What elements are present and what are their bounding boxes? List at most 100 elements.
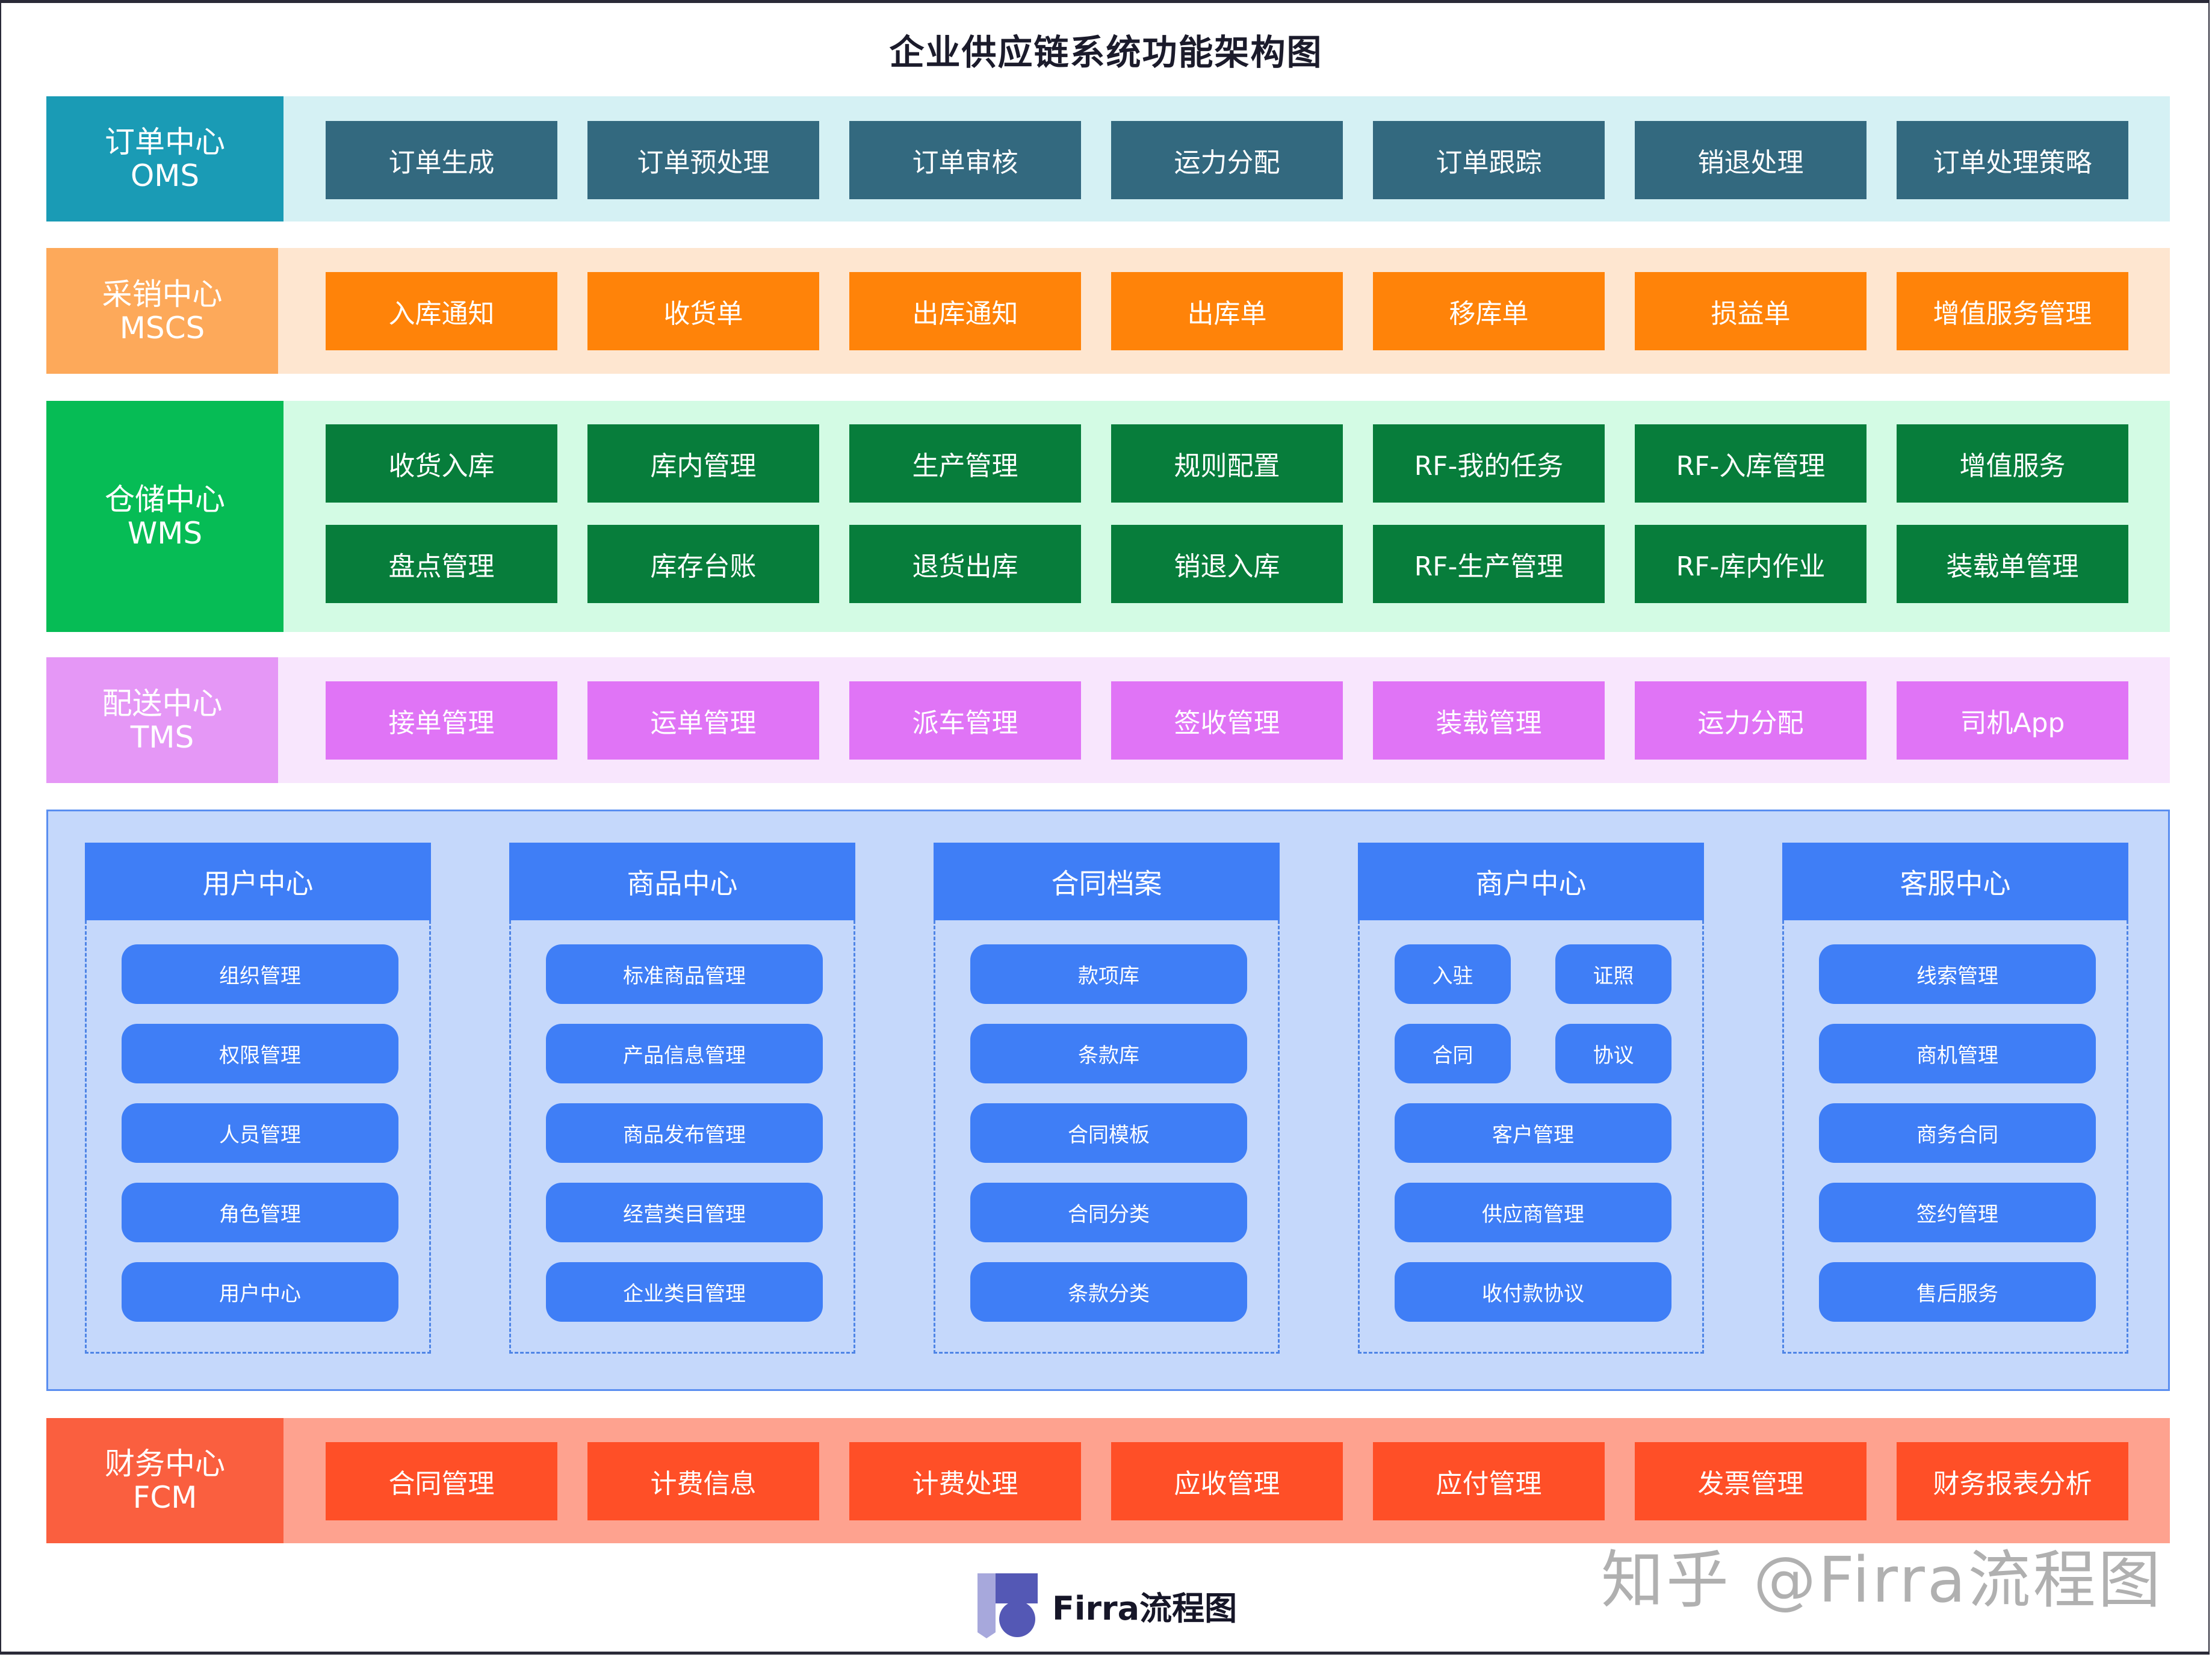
band-code: OMS [130, 158, 200, 193]
module-pill[interactable]: 签约管理 [1819, 1183, 2096, 1242]
module-button[interactable]: 规则配置 [1111, 424, 1343, 503]
band-label-fcm: 财务中心 FCM [46, 1418, 283, 1543]
module-pill[interactable]: 角色管理 [122, 1183, 398, 1242]
module-pill[interactable]: 商机管理 [1819, 1024, 2096, 1083]
platform-column: 商户中心入驻证照合同协议客户管理供应商管理收付款协议 [1358, 843, 1704, 1354]
module-button[interactable]: 订单预处理 [587, 121, 819, 199]
module-button[interactable]: 损益单 [1635, 272, 1867, 350]
module-button[interactable]: 接单管理 [326, 681, 557, 760]
module-button[interactable]: 财务报表分析 [1897, 1442, 2128, 1520]
shared-platform-panel: 用户中心组织管理权限管理人员管理角色管理用户中心商品中心标准商品管理产品信息管理… [46, 810, 2170, 1391]
module-pill[interactable]: 收付款协议 [1395, 1262, 1671, 1322]
band-name: 财务中心 [105, 1446, 225, 1481]
module-button[interactable]: RF-我的任务 [1373, 424, 1605, 503]
module-button[interactable]: 计费信息 [587, 1442, 819, 1520]
module-button[interactable]: 运力分配 [1635, 681, 1867, 760]
module-pill[interactable]: 商务合同 [1819, 1103, 2096, 1163]
module-button[interactable]: 订单生成 [326, 121, 557, 199]
band-name: 配送中心 [102, 686, 223, 721]
module-button[interactable]: 应付管理 [1373, 1442, 1605, 1520]
band-name: 仓储中心 [105, 482, 225, 517]
module-pill[interactable]: 商品发布管理 [546, 1103, 823, 1163]
module-pill[interactable]: 证照 [1555, 944, 1671, 1004]
band-label-tms: 配送中心 TMS [46, 657, 278, 783]
band-code: MSCS [119, 310, 205, 345]
column-header: 商户中心 [1358, 843, 1704, 920]
module-button[interactable]: 收货单 [587, 272, 819, 350]
module-pill[interactable]: 权限管理 [122, 1024, 398, 1083]
platform-column: 客服中心线索管理商机管理商务合同签约管理售后服务 [1782, 843, 2128, 1354]
module-button[interactable]: RF-生产管理 [1373, 525, 1605, 603]
module-button[interactable]: 退货出库 [849, 525, 1081, 603]
module-button[interactable]: 订单跟踪 [1373, 121, 1605, 199]
module-button[interactable]: 销退处理 [1635, 121, 1867, 199]
band-wms: 仓储中心 WMS 收货入库库内管理生产管理规则配置 RF-我的任务 RF-入库管理增… [46, 401, 2170, 632]
column-body: 款项库条款库合同模板合同分类条款分类 [934, 920, 1280, 1354]
band-code: TMS [130, 719, 194, 755]
module-button[interactable]: 运单管理 [587, 681, 819, 760]
band-label-wms: 仓储中心 WMS [46, 401, 283, 632]
module-button[interactable]: 增值服务管理 [1897, 272, 2128, 350]
platform-column: 用户中心组织管理权限管理人员管理角色管理用户中心 [85, 843, 431, 1354]
column-header: 合同档案 [934, 843, 1280, 920]
module-pill[interactable]: 入驻 [1395, 944, 1511, 1004]
firra-logo-icon [977, 1573, 1038, 1638]
platform-column: 商品中心标准商品管理产品信息管理商品发布管理经营类目管理企业类目管理 [509, 843, 855, 1354]
band-name: 采销中心 [102, 276, 223, 312]
column-header: 用户中心 [85, 843, 431, 920]
module-button[interactable]: 入库通知 [326, 272, 557, 350]
module-button[interactable]: RF-库内作业 [1635, 525, 1867, 603]
module-button[interactable]: 应收管理 [1111, 1442, 1343, 1520]
module-button[interactable]: 派车管理 [849, 681, 1081, 760]
module-button[interactable]: 计费处理 [849, 1442, 1081, 1520]
module-pill[interactable]: 合同 [1395, 1024, 1511, 1083]
band-label-oms: 订单中心 OMS [46, 96, 283, 221]
logo-text: Firra流程图 [1052, 1589, 1238, 1628]
module-button[interactable]: 签收管理 [1111, 681, 1343, 760]
band-name: 订单中心 [105, 125, 225, 160]
module-pill[interactable]: 线索管理 [1819, 944, 2096, 1004]
module-button[interactable]: 出库通知 [849, 272, 1081, 350]
module-pill[interactable]: 客户管理 [1395, 1103, 1671, 1163]
column-header: 客服中心 [1782, 843, 2128, 920]
module-pill[interactable]: 条款分类 [970, 1262, 1247, 1322]
module-button[interactable]: 装载管理 [1373, 681, 1605, 760]
module-button[interactable]: 订单处理策略 [1897, 121, 2128, 199]
module-button[interactable]: 移库单 [1373, 272, 1605, 350]
module-pill[interactable]: 协议 [1555, 1024, 1671, 1083]
module-button[interactable]: RF-入库管理 [1635, 424, 1867, 503]
module-button[interactable]: 出库单 [1111, 272, 1343, 350]
band-oms: 订单中心 OMS 订单生成订单预处理订单审核运力分配订单跟踪销退处理订单处理策略 [46, 96, 2170, 221]
module-button[interactable]: 生产管理 [849, 424, 1081, 503]
module-button[interactable]: 增值服务 [1897, 424, 2128, 503]
module-pill[interactable]: 用户中心 [122, 1262, 398, 1322]
band-code: WMS [127, 516, 203, 551]
module-button[interactable]: 库内管理 [587, 424, 819, 503]
module-button[interactable]: 装载单管理 [1897, 525, 2128, 603]
module-button[interactable]: 销退入库 [1111, 525, 1343, 603]
module-pill[interactable]: 人员管理 [122, 1103, 398, 1163]
module-button[interactable]: 盘点管理 [326, 525, 557, 603]
module-pill[interactable]: 条款库 [970, 1024, 1247, 1083]
band-code: FCM [132, 1480, 197, 1515]
module-button[interactable]: 运力分配 [1111, 121, 1343, 199]
column-body: 入驻证照合同协议客户管理供应商管理收付款协议 [1358, 920, 1704, 1354]
module-pill[interactable]: 经营类目管理 [546, 1183, 823, 1242]
module-button[interactable]: 订单审核 [849, 121, 1081, 199]
module-pill[interactable]: 标准商品管理 [546, 944, 823, 1004]
module-pill[interactable]: 供应商管理 [1395, 1183, 1671, 1242]
module-button[interactable]: 司机App [1897, 681, 2128, 760]
module-pill[interactable]: 产品信息管理 [546, 1024, 823, 1083]
module-button[interactable]: 收货入库 [326, 424, 557, 503]
module-button[interactable]: 库存台账 [587, 525, 819, 603]
module-pill[interactable]: 合同模板 [970, 1103, 1247, 1163]
module-pill[interactable]: 合同分类 [970, 1183, 1247, 1242]
module-pill[interactable]: 款项库 [970, 944, 1247, 1004]
module-button[interactable]: 发票管理 [1635, 1442, 1867, 1520]
module-pill[interactable]: 组织管理 [122, 944, 398, 1004]
module-pill[interactable]: 售后服务 [1819, 1262, 2096, 1322]
band-mscs: 采销中心 MSCS 入库通知收货单出库通知出库单移库单损益单增值服务管理 [46, 248, 2170, 374]
module-pill[interactable]: 企业类目管理 [546, 1262, 823, 1322]
module-button[interactable]: 合同管理 [326, 1442, 557, 1520]
